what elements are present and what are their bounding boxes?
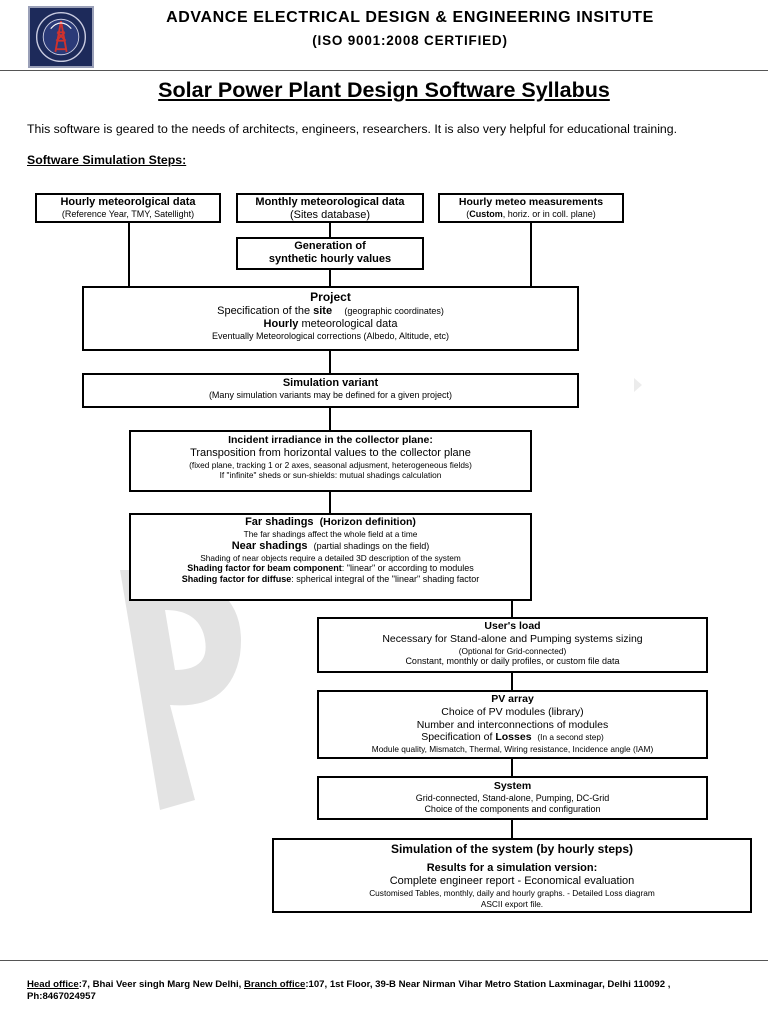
footer-divider	[0, 960, 768, 961]
box-text: Customised Tables, monthly, daily and ho…	[369, 888, 655, 899]
connector-line	[511, 819, 513, 839]
box-text: Choice of PV modules (library)	[441, 705, 584, 718]
box-title: Far shadings (Horizon definition)	[245, 516, 416, 528]
monthly-meteo-box: Monthly meteorological data (Sites datab…	[236, 193, 424, 223]
connector-line	[329, 408, 331, 431]
synthetic-values-box: Generation of synthetic hourly values	[236, 237, 424, 270]
box-title: User's load	[484, 620, 541, 632]
hourly-measurements-box: Hourly meteo measurements (Custom, horiz…	[438, 193, 624, 223]
steps-heading: Software Simulation Steps:	[27, 153, 187, 167]
box-text: Grid-connected, Stand-alone, Pumping, DC…	[415, 792, 610, 803]
irradiance-box: Incident irradiance in the collector pla…	[129, 430, 532, 492]
connector-line	[329, 350, 331, 374]
head-office-label: Head office	[27, 979, 79, 990]
institute-logo	[28, 6, 94, 68]
document-title: Solar Power Plant Design Software Syllab…	[158, 78, 610, 102]
box-text: Shading factor for beam component: "line…	[187, 563, 474, 574]
box-text: Necessary for Stand-alone and Pumping sy…	[382, 632, 643, 645]
phone-number: Ph:8467024957	[27, 990, 96, 1002]
box-text: (Many simulation variants may be defined…	[208, 390, 453, 401]
connector-line	[511, 673, 513, 691]
box-text: Shading of near objects require a detail…	[200, 552, 461, 563]
box-title: Generation of	[294, 240, 366, 252]
box-title: PV array	[491, 693, 534, 705]
box-title: synthetic hourly values	[268, 253, 392, 266]
box-text: Module quality, Mismatch, Thermal, Wirin…	[371, 744, 654, 755]
box-text: If "infinite" sheds or sun-shields: mutu…	[219, 470, 442, 481]
intro-text: This software is geared to the needs of …	[27, 122, 678, 136]
box-title: Hourly meteorolgical data	[60, 196, 196, 208]
box-text: Shading factor for diffuse: spherical in…	[181, 574, 480, 584]
box-text: Hourly meteorological data	[263, 318, 398, 331]
box-text: The far shadings affect the whole field …	[243, 529, 418, 540]
footer-address: Head office:7, Bhai Veer singh Marg New …	[27, 979, 747, 1003]
head-office-text: :7, Bhai Veer singh Marg New Delhi,	[78, 979, 244, 990]
box-text: (Optional for Grid-connected)	[458, 645, 567, 656]
box-text: Specification of Losses (In a second ste…	[421, 731, 604, 744]
connector-line	[530, 222, 532, 287]
branch-office-label: Branch office	[244, 979, 306, 990]
shadings-box: Far shadings (Horizon definition) The fa…	[129, 513, 532, 601]
box-text: (fixed plane, tracking 1 or 2 axes, seas…	[189, 460, 472, 471]
box-text: ASCII export file.	[480, 898, 544, 909]
box-text: Transposition from horizontal values to …	[190, 446, 471, 459]
project-box: Project Specification of the site (geogr…	[82, 286, 579, 351]
header-divider	[0, 70, 768, 71]
box-text: (Reference Year, TMY, Satellight)	[61, 209, 195, 220]
box-text: Number and interconnections of modules	[416, 718, 609, 731]
box-title: Simulation variant	[282, 377, 379, 389]
certification-label: (ISO 9001:2008 CERTIFIED)	[312, 33, 508, 48]
simulation-box: Simulation of the system (by hourly step…	[272, 838, 752, 913]
box-title: Hourly meteo measurements	[458, 196, 604, 208]
box-title: Monthly meteorological data	[255, 196, 405, 208]
connector-line	[511, 600, 513, 618]
institute-name: ADVANCE ELECTRICAL DESIGN & ENGINEERING …	[166, 9, 654, 26]
watermark-logo	[120, 570, 241, 810]
box-title: Incident irradiance in the collector pla…	[228, 434, 433, 446]
box-text: Specification of the site (geographic co…	[217, 304, 444, 317]
box-title: System	[493, 780, 532, 792]
users-load-box: User's load Necessary for Stand-alone an…	[317, 617, 708, 673]
system-box: System Grid-connected, Stand-alone, Pump…	[317, 776, 708, 820]
box-text: (Sites database)	[289, 209, 371, 222]
hourly-meteo-box: Hourly meteorolgical data (Reference Yea…	[35, 193, 221, 223]
connector-line	[329, 492, 331, 514]
branch-office-text: :107, 1st Floor, 39-B Near Nirman Vihar …	[305, 979, 671, 990]
box-text: (Custom, horiz. or in coll. plane)	[466, 208, 596, 219]
box-title: Simulation of the system (by hourly step…	[390, 842, 634, 856]
box-text: Results for a simulation version:	[426, 861, 598, 874]
box-text: Eventually Meteorological corrections (A…	[211, 331, 450, 342]
pv-array-box: PV array Choice of PV modules (library) …	[317, 690, 708, 759]
box-text: Complete engineer report - Economical ev…	[389, 875, 635, 888]
watermark-arrow-icon	[634, 378, 642, 392]
connector-line	[329, 269, 331, 287]
connector-line	[511, 758, 513, 777]
simulation-variant-box: Simulation variant (Many simulation vari…	[82, 373, 579, 408]
connector-line	[128, 222, 130, 287]
box-title: Project	[310, 290, 351, 304]
box-text: Near shadings (partial shadings on the f…	[231, 539, 430, 552]
box-text: Choice of the components and configurati…	[424, 803, 601, 814]
connector-line	[329, 222, 331, 238]
box-text: Constant, monthly or daily profiles, or …	[405, 655, 620, 666]
